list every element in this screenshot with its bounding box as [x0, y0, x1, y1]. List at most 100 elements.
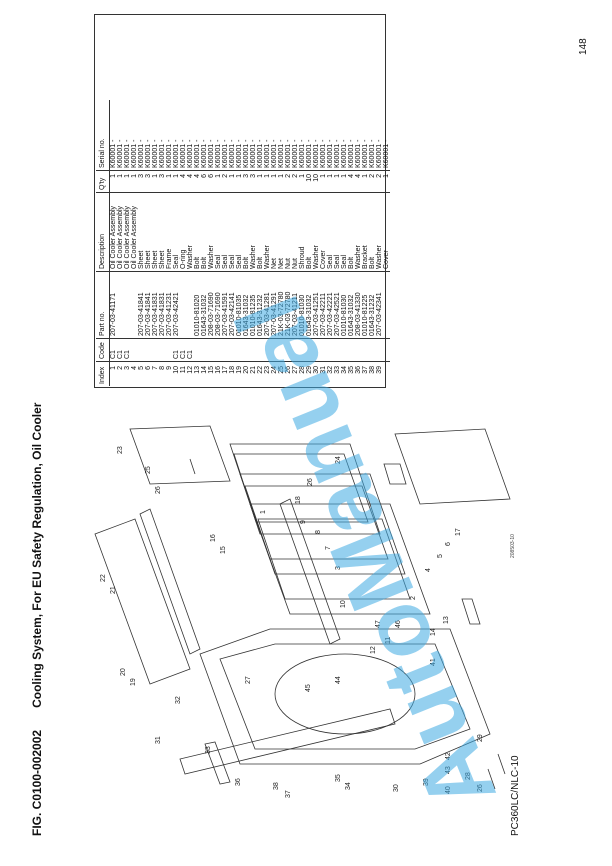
svg-text:46: 46: [395, 620, 402, 628]
cell-description: Seal: [327, 192, 334, 272]
svg-text:21: 21: [110, 586, 117, 594]
header-qty: Q'ty: [96, 170, 110, 193]
cell-serial: K60001 -: [180, 139, 187, 168]
callout-labels: 26 28 29 30 40 39 43 42 34 35 37 38 36 3…: [100, 446, 484, 798]
cell-code: [152, 338, 159, 362]
cell-serial: K60001 -: [124, 139, 131, 168]
cell-serial: K60001 -: [285, 139, 292, 168]
header-code: Code: [96, 338, 110, 362]
cell-qty: 4: [194, 170, 201, 193]
cell-qty: 1: [320, 170, 327, 193]
cell-qty: 6: [201, 170, 208, 193]
cell-serial: K60001 -: [166, 139, 173, 168]
cell-index: 37: [362, 361, 369, 386]
svg-text:26: 26: [155, 486, 162, 494]
cell-code: [355, 338, 362, 362]
cell-code: [159, 338, 166, 362]
cell-description: Bolt: [369, 192, 376, 272]
model-label: PC360LC/NLC-10: [510, 755, 521, 836]
cell-index: 15: [208, 361, 215, 386]
svg-text:14: 14: [430, 628, 437, 636]
cell-serial: K60001 -: [355, 139, 362, 168]
cell-qty: 3: [159, 170, 166, 193]
cell-code: C1: [124, 338, 131, 362]
cell-description: Sheet: [152, 192, 159, 272]
cell-index: 38: [369, 361, 376, 386]
cell-serial: K60001 -: [187, 139, 194, 168]
cell-description: Oil Cooler Assembly: [131, 192, 138, 272]
cell-index: [383, 361, 390, 386]
cell-qty: 1: [334, 170, 341, 193]
cell-description: Bracket: [362, 192, 369, 272]
cell-part-no: 207-03-41831: [159, 271, 166, 339]
cell-part-no: 207-03-42341: [376, 271, 383, 339]
svg-text:40: 40: [445, 786, 452, 794]
cell-code: [138, 338, 145, 362]
cell-qty: 2: [292, 170, 299, 193]
cell-qty: 1: [299, 170, 306, 193]
cell-code: [369, 338, 376, 362]
cell-description: Bolt: [348, 192, 355, 272]
cell-part-no: [124, 271, 131, 339]
svg-text:42: 42: [445, 752, 452, 760]
cell-part-no: [187, 271, 194, 339]
cell-qty: 3: [250, 170, 257, 193]
cell-code: [131, 338, 138, 362]
cell-part-no: [383, 271, 390, 339]
cell-serial: K60001 -: [208, 139, 215, 168]
cell-index: 12: [187, 361, 194, 386]
shroud-opening: [274, 653, 416, 735]
cell-description: Cover: [320, 192, 327, 272]
cell-serial: K60001 -: [306, 139, 313, 168]
svg-text:34: 34: [345, 782, 352, 790]
cell-serial: K60001 -: [362, 139, 369, 168]
net-part-2: [129, 425, 231, 485]
cell-serial: K60001 -: [152, 139, 159, 168]
cell-serial: K60001 -: [292, 139, 299, 168]
svg-text:12: 12: [370, 646, 377, 654]
cell-serial: K60001 -: [201, 139, 208, 168]
cell-serial: K60001 -: [215, 139, 222, 168]
cell-description: O-ring: [180, 192, 187, 272]
cell-serial: K60001 -: [348, 139, 355, 168]
svg-text:26: 26: [477, 784, 484, 792]
cell-part-no: 01643-31232: [369, 271, 376, 339]
cell-serial: K60001 -: [299, 139, 306, 168]
cell-part-no: [180, 271, 187, 339]
cell-serial: K60001 -: [243, 139, 250, 168]
cell-description: Frame: [166, 192, 173, 272]
cell-index: 36: [355, 361, 362, 386]
cell-code: C1: [173, 338, 180, 362]
cell-description: Sheet: [138, 192, 145, 272]
cell-qty: 10: [306, 170, 313, 193]
cell-qty: 1: [117, 170, 124, 193]
cell-code: [348, 338, 355, 362]
cell-serial: K60001 -: [229, 139, 236, 168]
cell-serial: K60001 -: [341, 139, 348, 168]
exploded-drawing: 26 28 29 30 40 39 43 42 34 35 37 38 36 3…: [90, 424, 530, 804]
cell-index: 9: [166, 361, 173, 386]
cell-code: [201, 338, 208, 362]
cell-index: 10: [173, 361, 180, 386]
drawing-reference: 208503-10: [510, 534, 516, 558]
cell-part-no: 208-03-41330: [355, 271, 362, 339]
cell-qty: 10: [313, 170, 320, 193]
cell-qty: 1: [257, 170, 264, 193]
cell-index: 3: [124, 361, 131, 386]
svg-text:10: 10: [340, 600, 347, 608]
cell-part-no: 207-03-42421: [173, 271, 180, 339]
cell-serial: K60001 -: [376, 139, 383, 168]
cell-part-no: 01010-81030: [341, 271, 348, 339]
page-number: 148: [578, 38, 589, 55]
cell-part-no: 207-03-42521: [334, 271, 341, 339]
cell-qty: 1: [271, 170, 278, 193]
cell-description: Cover: [383, 192, 390, 272]
